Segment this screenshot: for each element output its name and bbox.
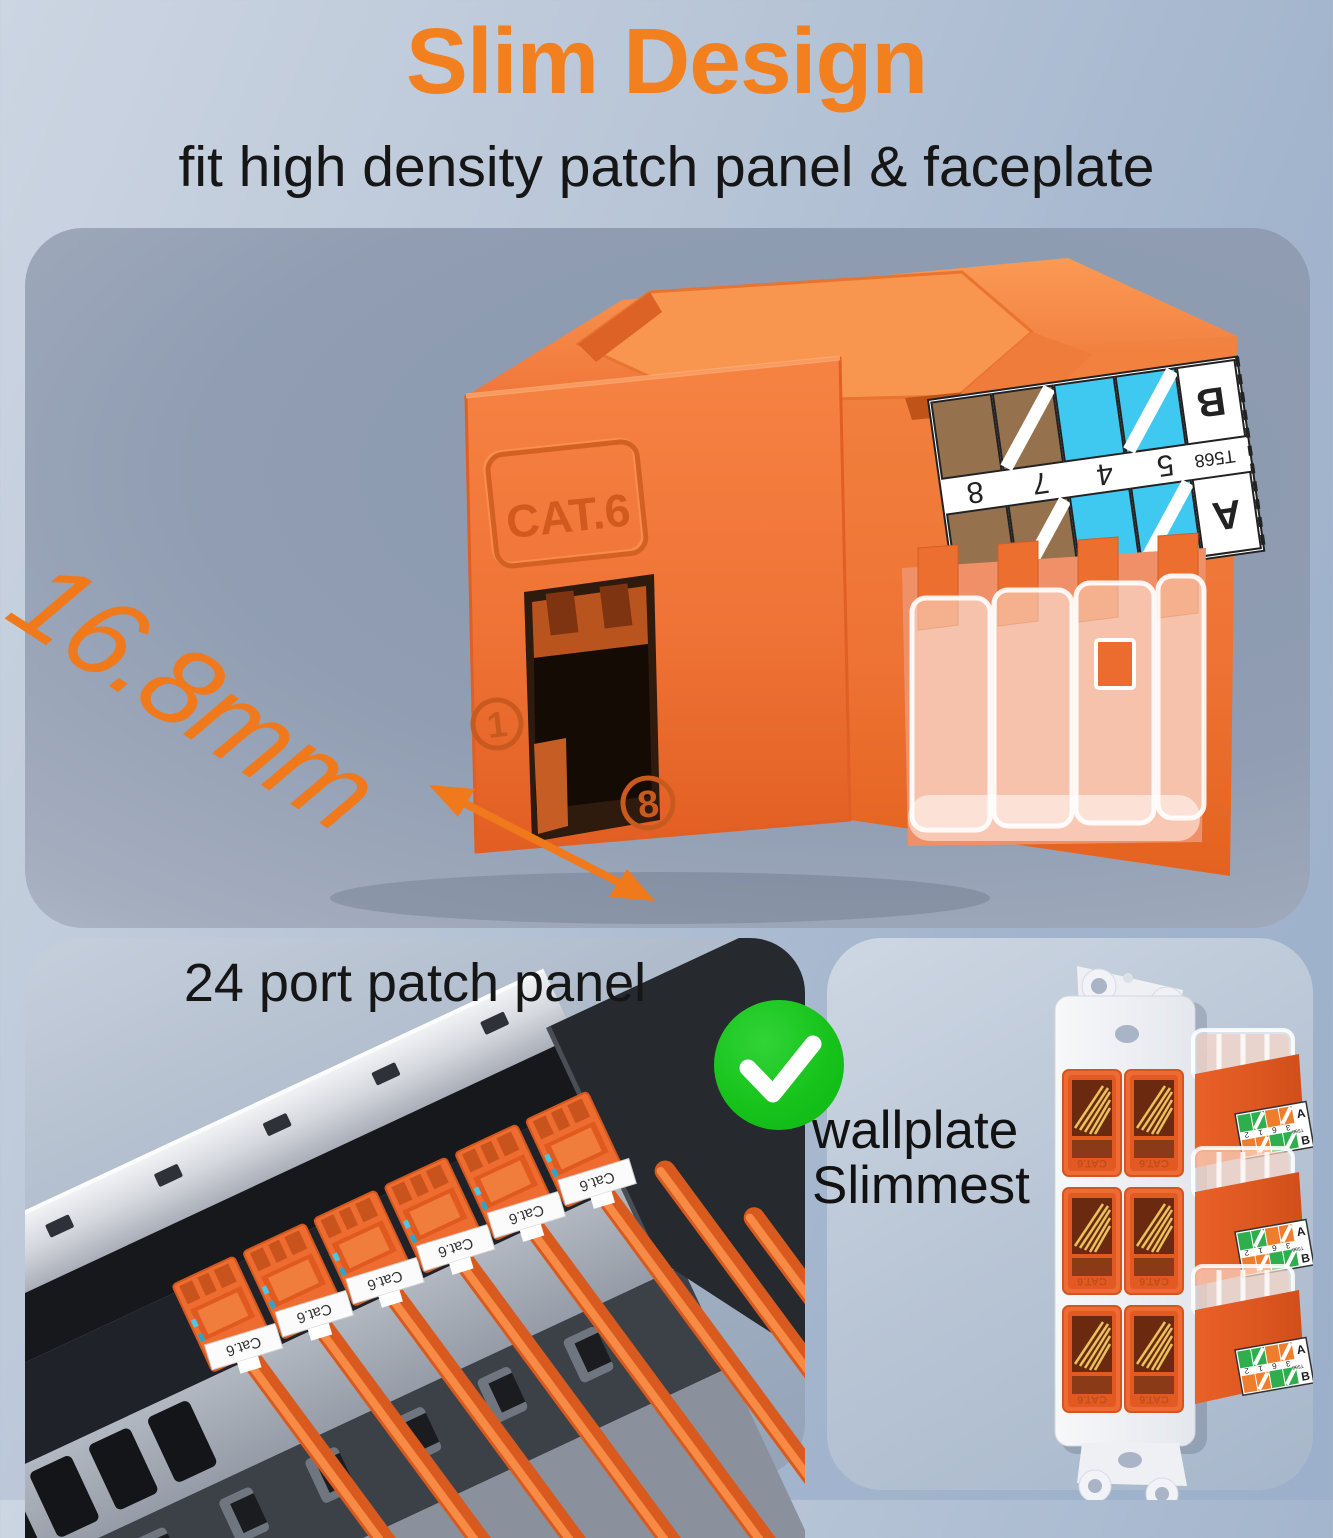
page-title: Slim Design	[405, 9, 928, 113]
side-pin-1: 1	[1257, 1128, 1263, 1138]
wiring-pin-2: 4	[1094, 456, 1115, 491]
wall-jack-label: CAT.6	[1139, 1275, 1169, 1287]
dimension-arrow	[429, 785, 655, 901]
wiring-pin-0: 8	[965, 474, 986, 509]
port-pin-1-text: 1	[485, 703, 510, 746]
wall-jack-label: CAT.6	[1139, 1157, 1169, 1169]
wiring-pin-3: 5	[1155, 448, 1176, 483]
side-pin-0: 2	[1243, 1248, 1249, 1258]
wall-jack-label: CAT.6	[1139, 1393, 1169, 1405]
keystone-clip	[575, 270, 1092, 424]
wallplate-render: A B 2 1 6 3 T568 A B	[1054, 966, 1313, 1500]
patch-jacks: Cat.6 Cat.6 Cat.6	[172, 1091, 637, 1374]
wallplate-bottom-bracket	[1077, 1443, 1187, 1500]
port-pin-8-text: 8	[635, 783, 661, 827]
side-standard: T568	[1291, 1126, 1303, 1134]
wall-jack-label: CAT.6	[1077, 1393, 1107, 1405]
side-pin-1: 1	[1257, 1364, 1263, 1374]
patch-panel-render: Cat.6 Cat.6 Cat.6	[25, 938, 805, 1538]
port-pin-8: 8	[620, 775, 676, 831]
wiring-row-top: B	[1194, 378, 1229, 426]
side-pin-2: 6	[1271, 1243, 1277, 1253]
panel-black-edge	[25, 1036, 602, 1538]
wall-jack-label: CAT.6	[1077, 1275, 1107, 1287]
panel-silver-bar	[25, 968, 575, 1489]
check-badge	[714, 1000, 844, 1130]
side-pin-0: 2	[1243, 1130, 1249, 1140]
side-standard: T568	[1291, 1244, 1303, 1252]
side-pin-2: 6	[1271, 1361, 1277, 1371]
side-label-row-top: A	[1295, 1224, 1306, 1239]
front-edge-highlight	[465, 355, 841, 399]
wall-jack-label: CAT.6	[1077, 1157, 1107, 1169]
jack-shadow	[330, 872, 990, 924]
side-label-row-top: A	[1295, 1106, 1306, 1121]
side-pin-3: 3	[1285, 1241, 1291, 1251]
patch-card-title: 24 port patch panel	[183, 953, 647, 1013]
side-pin-0: 2	[1243, 1366, 1249, 1376]
side-pin-3: 3	[1285, 1359, 1291, 1369]
page-subtitle: fit high density patch panel & faceplate	[178, 135, 1155, 199]
side-label-row-bottom: B	[1300, 1250, 1311, 1265]
side-standard: T568	[1291, 1362, 1303, 1370]
port-pin-1: 1	[470, 697, 524, 751]
wallplate-caption-line2: Slimmest	[812, 1156, 1030, 1215]
wallplate-jacks: CAT.6 CAT.6 CAT.6	[1062, 1069, 1184, 1413]
bar-slots	[45, 1012, 509, 1238]
side-label-row-bottom: B	[1300, 1368, 1311, 1383]
keystone-jack-render: CAT.6 1 8 B 8 7 4 5 T568	[330, 258, 1267, 924]
wiring-row-bottom: A	[1209, 491, 1244, 539]
plate-top-hole	[1115, 1025, 1139, 1043]
rj45-opening	[524, 574, 660, 842]
wiring-pin-1: 7	[1030, 465, 1051, 500]
cat6-emboss: CAT.6	[483, 437, 649, 569]
wallplate-caption-line1: wallplate	[812, 1101, 1019, 1160]
side-pin-3: 3	[1285, 1123, 1291, 1133]
cat6-emboss-text: CAT.6	[504, 483, 633, 548]
side-pin-2: 6	[1271, 1125, 1277, 1135]
side-pin-1: 1	[1257, 1246, 1263, 1256]
wallplate-side-row-1: A B 2 1 6 3 T568	[1191, 1028, 1313, 1168]
side-label-row-bottom: B	[1300, 1132, 1311, 1147]
punchdown-caps	[902, 532, 1207, 846]
side-label-row-top: A	[1295, 1342, 1306, 1357]
wallplate-side-row-3: A B 2 1 6 3 T568	[1191, 1264, 1313, 1404]
check-icon	[739, 1035, 822, 1103]
